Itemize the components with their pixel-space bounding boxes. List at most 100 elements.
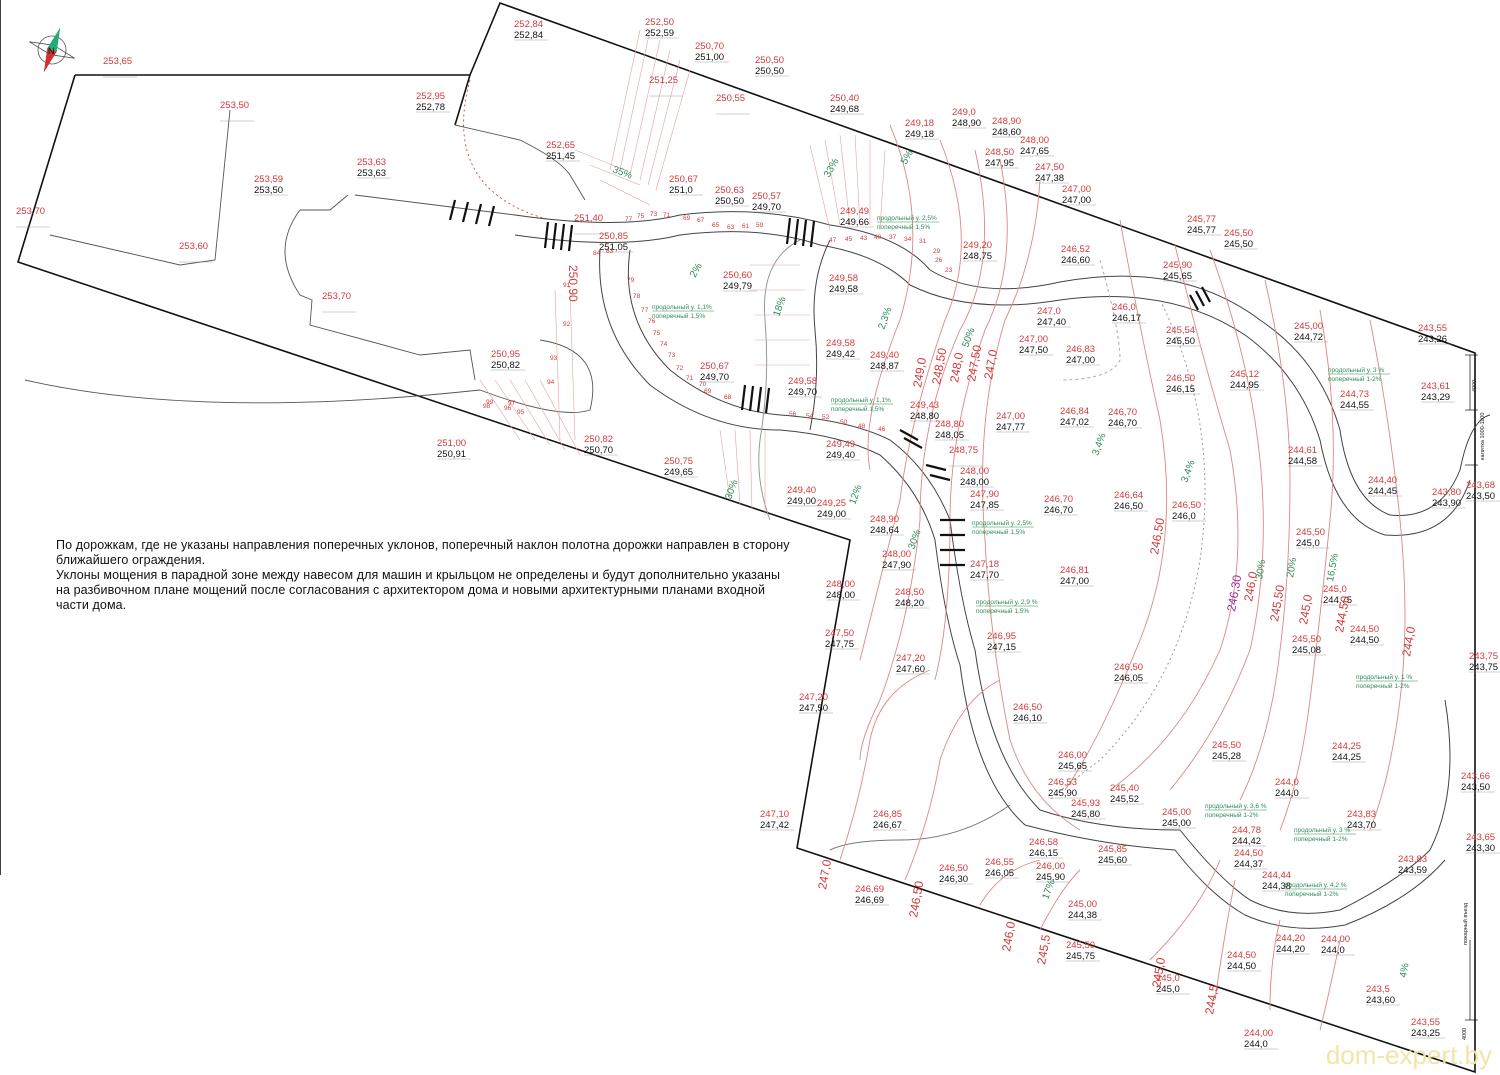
existing-elevation: 250,50: [715, 196, 744, 207]
contour-label: 245,5: [1034, 933, 1053, 965]
design-elevation: 246,95: [987, 631, 1016, 642]
design-elevation: 246,52: [1061, 244, 1090, 255]
watermark: dom-expert.by: [1325, 1040, 1492, 1070]
existing-elevation: 245,65: [1163, 271, 1192, 282]
step-number: 75: [653, 330, 661, 337]
design-elevation: 245,00: [1068, 899, 1097, 910]
existing-elevation: 253,63: [357, 168, 386, 179]
design-elevation: 248,90: [870, 514, 899, 525]
design-elevation: 252,84: [514, 19, 543, 30]
existing-elevation: 247,70: [970, 570, 999, 581]
step-number: 95: [517, 409, 525, 416]
design-elevation: 245,50: [1212, 740, 1241, 751]
design-elevation: 246,50: [1114, 662, 1143, 673]
existing-elevation: 246,70: [1108, 418, 1137, 429]
design-elevation: 250,67: [700, 361, 729, 372]
contour-label: 250,90: [566, 265, 580, 302]
design-elevation: 248,00: [1020, 135, 1049, 146]
existing-elevation: 251,0: [669, 185, 693, 196]
step-number: 76: [648, 318, 656, 325]
design-elevation: 247,00: [1062, 184, 1091, 195]
contour-label: 245,0: [1149, 956, 1168, 988]
design-elevation: 249,0: [952, 107, 976, 118]
existing-elevation: 251,45: [546, 151, 575, 162]
note-paragraph-1: По дорожкам, где не указаны направления …: [56, 538, 790, 567]
existing-elevation: 250,82: [491, 360, 520, 371]
existing-elevation: 247,75: [825, 639, 854, 650]
cross-slope: поперечный 1,5%: [972, 528, 1025, 536]
longitudinal-slope: продольный у. 2,5%: [877, 214, 937, 222]
step-number: 43: [860, 235, 868, 242]
contour-label: 247,0: [981, 348, 1000, 380]
existing-elevation: 243,29: [1421, 392, 1450, 403]
design-elevation: 248,90: [992, 116, 1021, 127]
design-elevation: 245,0: [1156, 973, 1180, 984]
dimension-text: 4000: [1472, 380, 1478, 392]
design-elevation: 246,00: [1058, 750, 1087, 761]
design-elevation: 246,69: [855, 884, 884, 895]
design-elevation: 243,83: [1398, 854, 1427, 865]
existing-elevation: 249,79: [723, 281, 752, 292]
dimension-text: калитка 1000-1100: [1480, 413, 1486, 460]
step-number: 83: [606, 248, 614, 255]
step-number: 56: [789, 411, 797, 418]
step-number: 63: [727, 224, 735, 231]
existing-elevation: 246,69: [855, 895, 884, 906]
existing-elevation: 246,67: [873, 820, 902, 831]
design-elevation: 253,60: [179, 241, 208, 252]
existing-elevation: 247,85: [970, 500, 999, 511]
design-elevation: 249,25: [817, 498, 846, 509]
existing-elevation: 244,42: [1232, 836, 1261, 847]
step-number: 26: [935, 257, 943, 264]
longitudinal-slope: продольный у. 4,2 %: [1285, 881, 1347, 889]
step-number: 97: [508, 400, 516, 407]
design-elevation: 249,40: [787, 485, 816, 496]
existing-elevation: 252,84: [514, 30, 543, 41]
dimension-text: 4000: [1462, 1028, 1468, 1040]
existing-elevation: 243,50: [1466, 491, 1495, 502]
design-elevation: 252,95: [416, 91, 445, 102]
design-elevation: 245,85: [1098, 844, 1127, 855]
design-elevation: 246,64: [1114, 490, 1143, 501]
design-elevation: 244,73: [1340, 389, 1369, 400]
existing-elevation: 245,90: [1036, 872, 1065, 883]
step-number: 65: [712, 222, 720, 229]
existing-elevation: 245,0: [1156, 984, 1180, 995]
step-number: 99: [486, 399, 494, 406]
design-elevation: 247,00: [1019, 334, 1048, 345]
contour-label: 246,50: [906, 880, 926, 919]
design-elevation: 244,78: [1232, 825, 1261, 836]
existing-elevation: 248,60: [992, 127, 1021, 138]
design-elevation: 245,00: [1162, 807, 1191, 818]
existing-elevation: 251,05: [599, 242, 628, 253]
existing-elevation: 244,38: [1068, 910, 1097, 921]
cross-slope: поперечный 1-2%: [1285, 890, 1339, 898]
existing-elevation: 243,30: [1466, 843, 1495, 854]
design-elevation: 252,65: [546, 140, 575, 151]
existing-elevation: 249,18: [905, 129, 934, 140]
longitudinal-slope: продольный у. 1,1%: [652, 303, 712, 311]
contour-label: 247,0: [815, 858, 834, 890]
existing-elevation: 244,38: [1262, 881, 1291, 892]
design-elevation: 244,00: [1244, 1028, 1273, 1039]
existing-elevation: 246,05: [1114, 673, 1143, 684]
design-elevation: 245,50: [1292, 634, 1321, 645]
contour-label: 248,0: [947, 351, 966, 383]
design-elevation: 250,82: [584, 434, 613, 445]
step-number: 23: [945, 267, 953, 274]
existing-elevation: 243,50: [1461, 782, 1490, 793]
existing-elevation: 246,05: [985, 868, 1014, 879]
garden-paths: [514, 211, 1491, 929]
existing-elevation: 248,20: [895, 598, 924, 609]
design-elevation: 246,0: [1112, 302, 1136, 313]
design-elevation: 243,80: [1432, 487, 1461, 498]
cross-slope: поперечный 1,5%: [976, 607, 1029, 615]
north-label: N: [48, 46, 55, 56]
design-elevation: 243,66: [1461, 771, 1490, 782]
existing-elevation: 247,42: [760, 820, 789, 831]
existing-elevation: 246,15: [1166, 384, 1195, 395]
dimension-text: пожарный въезд: [1462, 902, 1469, 945]
existing-elevation: 246,30: [939, 874, 968, 885]
slope-percent: 30%: [906, 528, 923, 551]
